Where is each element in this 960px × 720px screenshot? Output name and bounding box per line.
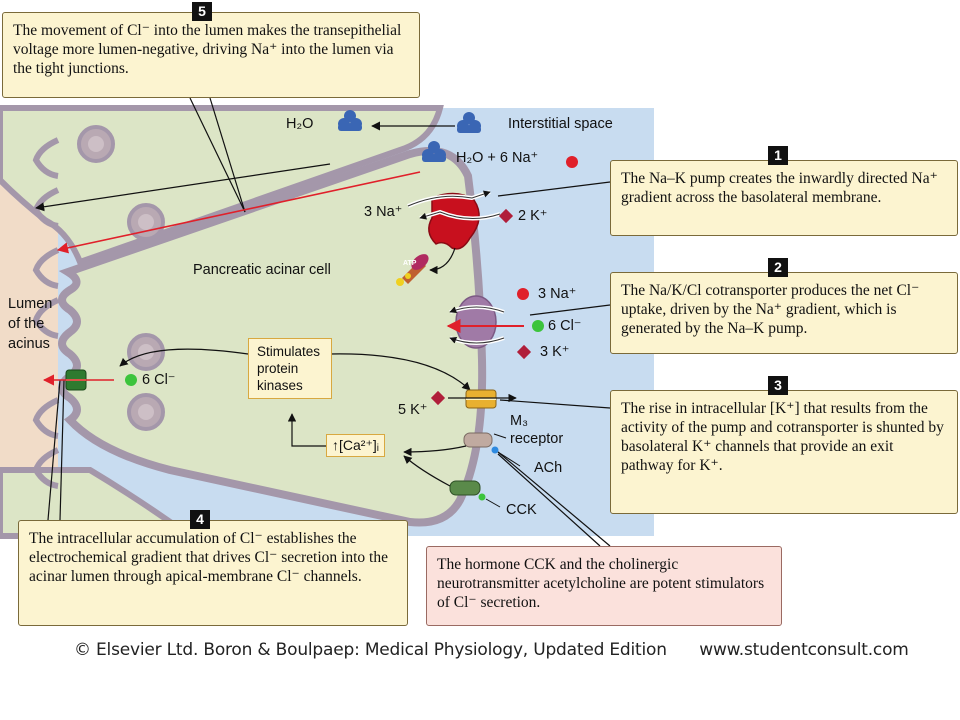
label-h2o: H₂O	[286, 116, 314, 132]
stimulates-protein-kinases-box: Stimulates protein kinases	[248, 338, 332, 399]
potassium-icon	[498, 208, 514, 224]
label-lumen: Lumen of the acinus	[8, 296, 53, 352]
footer-url: www.studentconsult.com	[699, 640, 909, 660]
callout-1: The Na–K pump creates the inwardly direc…	[610, 160, 958, 236]
chloride-icon	[125, 374, 137, 386]
stimulation-arrow-left	[119, 348, 249, 367]
label-atp: ATP	[403, 260, 417, 267]
label-k-channel: 5 K⁺	[398, 402, 428, 418]
label-ach: ACh	[534, 460, 563, 476]
callout-5-text: The movement of Cl⁻ into the lumen makes…	[13, 22, 402, 77]
callout-4-text: The intracellular accumulation of Cl⁻ es…	[29, 530, 388, 585]
water-path-arrow	[35, 163, 331, 212]
na-k-pump	[407, 190, 501, 250]
callout-2: The Na/K/Cl cotransporter produces the n…	[610, 272, 958, 354]
zymogen-granules	[77, 125, 165, 431]
label-apical-cl: 6 Cl⁻	[142, 372, 176, 388]
callout-3-number: 3	[768, 376, 788, 395]
label-pump-k: 2 K⁺	[518, 208, 548, 224]
callout-2-number: 2	[768, 258, 788, 277]
potassium-icon	[430, 390, 446, 406]
atp-arrow	[429, 247, 456, 275]
callout-connectors	[47, 97, 611, 547]
cck-receptor	[403, 455, 501, 508]
callout-hormone-text: The hormone CCK and the cholinergic neur…	[437, 556, 765, 611]
na-k-cl-cotransporter	[446, 295, 524, 349]
label-interstitial-space: Interstitial space	[508, 116, 613, 132]
potassium-icon	[516, 344, 532, 360]
water-icon	[338, 110, 362, 131]
label-cotransporter-cl: 6 Cl⁻	[548, 318, 582, 334]
callout-4-number: 4	[190, 510, 210, 529]
callout-5-number: 5	[192, 2, 212, 21]
stimulation-arrow-right	[329, 353, 471, 391]
label-cotransporter-na: 3 Na⁺	[538, 286, 577, 302]
calcium-box: ↑[Ca²⁺]ᵢ	[326, 434, 385, 457]
callout-5: The movement of Cl⁻ into the lumen makes…	[2, 12, 420, 98]
callout-3: The rise in intracellular [K⁺] that resu…	[610, 390, 958, 514]
water-icon	[422, 141, 446, 162]
label-cck: CCK	[506, 502, 537, 518]
label-pump-na: 3 Na⁺	[364, 204, 403, 220]
label-cotransporter-k: 3 K⁺	[540, 344, 570, 360]
apical-cl-channel	[42, 369, 114, 391]
footer-copyright: © Elsevier Ltd. Boron & Boulpaep: Medica…	[74, 640, 667, 660]
water-icon	[457, 112, 481, 133]
sodium-icon	[517, 288, 529, 300]
callout-hormone: The hormone CCK and the cholinergic neur…	[426, 546, 782, 626]
callout-3-text: The rise in intracellular [K⁺] that resu…	[621, 400, 944, 474]
sodium-icon	[566, 156, 578, 168]
label-cell: Pancreatic acinar cell	[193, 262, 331, 278]
callout-1-text: The Na–K pump creates the inwardly direc…	[621, 170, 938, 206]
footer: © Elsevier Ltd. Boron & Boulpaep: Medica…	[74, 640, 909, 660]
callout-1-number: 1	[768, 146, 788, 165]
sodium-path-arrow	[56, 171, 421, 254]
m3-receptor	[403, 432, 521, 467]
calcium-up-arrow	[287, 413, 326, 447]
label-h2o-na: H₂O + 6 Na⁺	[456, 150, 539, 166]
callout-2-text: The Na/K/Cl cotransporter produces the n…	[621, 282, 920, 337]
atp-icon	[396, 254, 429, 286]
callout-4: The intracellular accumulation of Cl⁻ es…	[18, 520, 408, 626]
basolateral-k-channel	[448, 389, 517, 409]
label-m3-receptor: M₃ receptor	[510, 413, 564, 447]
chloride-icon	[532, 320, 544, 332]
